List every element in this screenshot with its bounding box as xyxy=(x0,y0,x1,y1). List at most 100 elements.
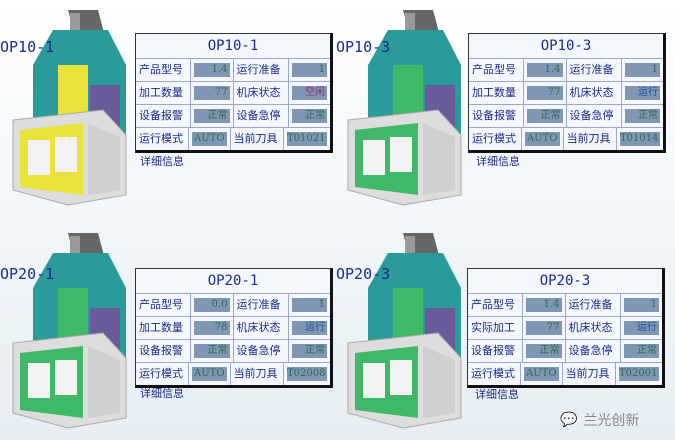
field-label: 运行模式 xyxy=(136,128,190,150)
field-value: AUTO xyxy=(192,132,227,146)
field-label: 设备急停 xyxy=(234,105,289,127)
field-label: 当前刀具 xyxy=(231,128,285,150)
station-label: OP10-1 xyxy=(0,38,55,56)
field-value: 运行 xyxy=(623,321,659,335)
panel-row: 设备报警正常设备急停正常 xyxy=(468,340,662,363)
panel-title: OP20-3 xyxy=(468,269,662,294)
field-value: 正常 xyxy=(623,344,659,358)
machine-image xyxy=(12,10,127,206)
machine-image xyxy=(347,10,462,206)
panel-title: OP10-1 xyxy=(136,34,330,59)
field-value: 77 xyxy=(527,86,563,100)
field-value: 运行 xyxy=(291,321,327,335)
field-value: 正常 xyxy=(291,109,327,123)
field-label: 机床状态 xyxy=(566,317,621,339)
field-value: 1 xyxy=(623,298,659,312)
field-value: 1.4 xyxy=(527,63,563,77)
field-value: AUTO xyxy=(192,367,227,381)
field-label: 机床状态 xyxy=(567,82,622,104)
field-label: 设备报警 xyxy=(468,340,524,362)
field-label: 机床状态 xyxy=(234,82,289,104)
field-value: 正常 xyxy=(194,109,230,123)
field-label: 设备报警 xyxy=(469,105,525,127)
field-value: 1 xyxy=(624,63,660,77)
field-label: 产品型号 xyxy=(136,59,192,81)
panel-row: 设备报警正常设备急停正常 xyxy=(136,340,330,363)
field-value: T01014 xyxy=(620,132,661,146)
field-value: 77 xyxy=(194,86,230,100)
field-value: 77 xyxy=(526,321,562,335)
field-label: 产品型号 xyxy=(468,294,524,316)
field-value: T02008 xyxy=(287,367,328,381)
field-label: 当前刀具 xyxy=(564,128,618,150)
field-value: AUTO xyxy=(524,367,559,381)
watermark: 💬兰光创新 xyxy=(560,412,640,429)
field-value: 1 xyxy=(291,63,327,77)
field-value: 正常 xyxy=(526,344,562,358)
details-link[interactable]: 详细信息 xyxy=(476,155,520,168)
field-label: 实际加工 xyxy=(468,317,524,339)
field-label: 产品型号 xyxy=(469,59,525,81)
field-value: 0.0 xyxy=(194,298,230,312)
field-label: 运行模式 xyxy=(468,363,522,385)
field-label: 产品型号 xyxy=(136,294,192,316)
field-label: 运行准备 xyxy=(567,59,622,81)
panel-row: 设备报警正常设备急停正常 xyxy=(136,105,330,128)
machine-image xyxy=(347,233,462,429)
station-label: OP20-1 xyxy=(0,265,55,283)
field-label: 加工数量 xyxy=(136,82,192,104)
field-label: 设备急停 xyxy=(567,105,622,127)
panel-title: OP20-1 xyxy=(136,269,330,294)
field-label: 加工数量 xyxy=(136,317,192,339)
field-label: 设备急停 xyxy=(566,340,621,362)
details-link[interactable]: 详细信息 xyxy=(475,388,519,401)
field-value: 78 xyxy=(194,321,230,335)
panel-title: OP10-3 xyxy=(469,34,663,59)
field-value: 正常 xyxy=(194,344,230,358)
field-value: 1 xyxy=(291,298,327,312)
field-value: AUTO xyxy=(525,132,560,146)
station-label: OP10-3 xyxy=(336,38,391,56)
field-value: 正常 xyxy=(291,344,327,358)
field-label: 设备报警 xyxy=(136,105,192,127)
field-value: 空闲 xyxy=(291,86,327,100)
wechat-icon: 💬 xyxy=(560,412,578,428)
field-label: 运行模式 xyxy=(136,363,190,385)
field-label: 机床状态 xyxy=(234,317,289,339)
details-link[interactable]: 详细信息 xyxy=(140,155,184,168)
field-label: 当前刀具 xyxy=(231,363,285,385)
field-label: 加工数量 xyxy=(469,82,525,104)
panel-row: 设备报警正常设备急停正常 xyxy=(469,105,663,128)
field-value: 正常 xyxy=(624,109,660,123)
field-label: 设备急停 xyxy=(234,340,289,362)
field-label: 设备报警 xyxy=(136,340,192,362)
field-value: 运行 xyxy=(624,86,660,100)
field-value: 正常 xyxy=(527,109,563,123)
field-label: 运行准备 xyxy=(234,59,289,81)
field-label: 运行模式 xyxy=(469,128,523,150)
field-label: 运行准备 xyxy=(234,294,289,316)
field-value: 1.4 xyxy=(194,63,230,77)
details-link[interactable]: 详细信息 xyxy=(140,387,184,400)
field-value: 1.4 xyxy=(526,298,562,312)
field-value: T01021 xyxy=(287,132,328,146)
field-label: 当前刀具 xyxy=(563,363,617,385)
station-label: OP20-3 xyxy=(336,265,391,283)
field-label: 运行准备 xyxy=(566,294,621,316)
